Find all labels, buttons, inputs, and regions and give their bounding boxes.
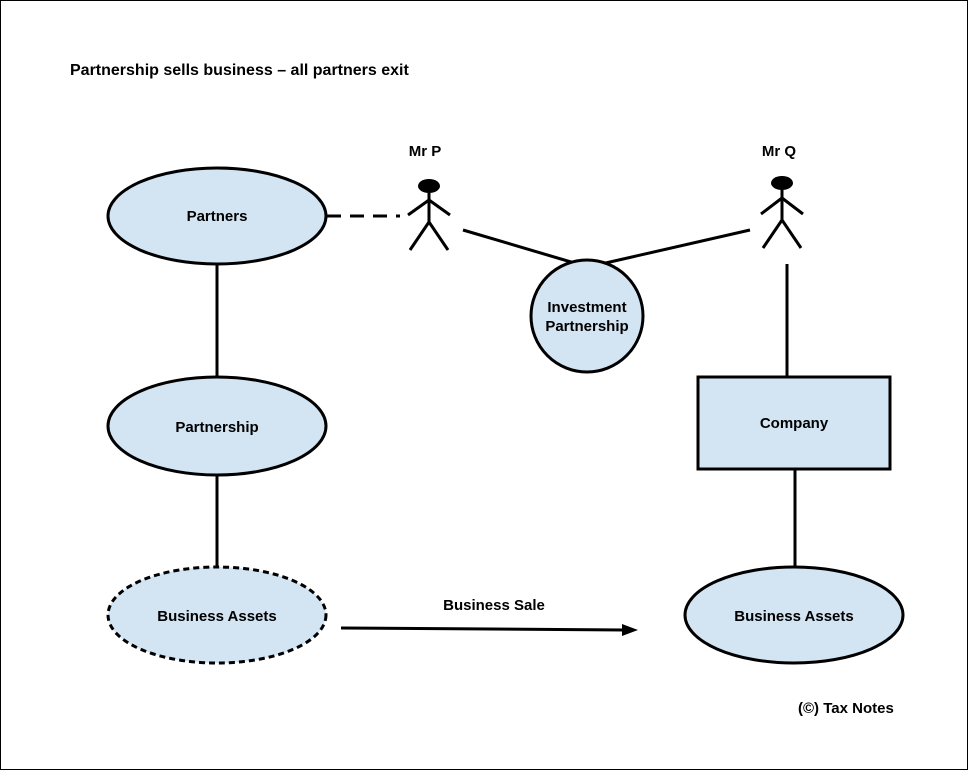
investment-partnership-label-line1: Investment xyxy=(547,299,626,316)
investment-partnership-node xyxy=(529,258,645,374)
arrowhead-icon xyxy=(622,624,638,636)
mr-q-label: Mr Q xyxy=(762,143,797,160)
mr-q-person-icon xyxy=(760,176,804,249)
business-assets-left-label: Business Assets xyxy=(157,608,277,625)
connector-mr-p-investment xyxy=(462,228,589,269)
connector-mr-q-investment xyxy=(587,228,751,269)
mr-p-label: Mr P xyxy=(409,143,442,160)
business-assets-left-node xyxy=(106,565,328,665)
partners-label: Partners xyxy=(187,208,248,225)
diagram-title: Partnership sells business – all partner… xyxy=(70,62,409,79)
business-assets-right-label: Business Assets xyxy=(734,608,854,625)
business-sale-label: Business Sale xyxy=(443,597,545,614)
copyright-text: (©) Tax Notes xyxy=(798,700,894,717)
business-sale-arrow xyxy=(340,626,625,632)
company-label: Company xyxy=(760,415,829,432)
investment-partnership-label-line2: Partnership xyxy=(545,318,628,335)
partnership-node xyxy=(106,375,328,477)
business-assets-right-node xyxy=(683,565,905,665)
mr-p-person-icon xyxy=(407,179,451,251)
partnership-label: Partnership xyxy=(175,419,258,436)
partners-node xyxy=(106,166,328,266)
company-node xyxy=(696,375,892,471)
